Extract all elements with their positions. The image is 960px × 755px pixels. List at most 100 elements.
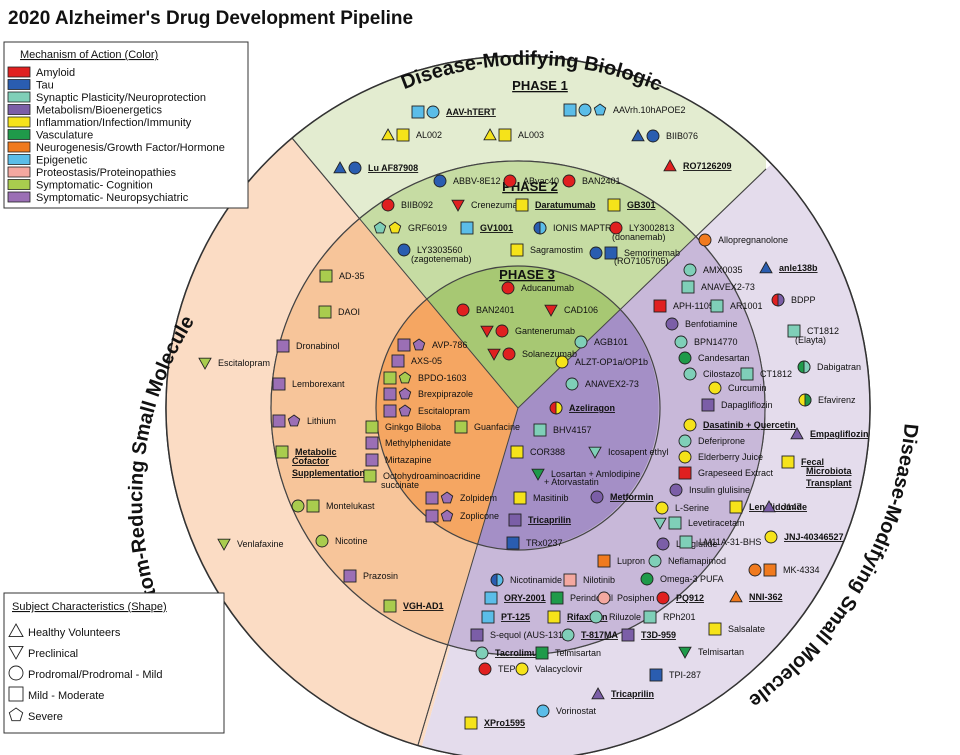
drug-marker bbox=[683, 263, 697, 277]
drug-entry: Icosapent ethyl bbox=[588, 446, 669, 459]
drug-label: Daratumumab bbox=[535, 200, 596, 210]
drug-entry: Posiphen bbox=[597, 591, 655, 605]
drug-marker-half bbox=[496, 573, 504, 587]
drug-marker bbox=[456, 303, 470, 317]
drug-marker bbox=[531, 468, 545, 481]
drug-marker bbox=[674, 335, 688, 349]
legend-shape-label: Prodromal/Prodromal - Mild bbox=[28, 669, 162, 681]
drug-entry: AL003 bbox=[483, 128, 544, 142]
drug-label: Metabolic bbox=[295, 447, 337, 457]
drug-entry: ABvac40 bbox=[503, 174, 559, 188]
drug-label: AD-35 bbox=[339, 271, 365, 281]
drug-marker bbox=[483, 128, 497, 141]
drug-marker bbox=[588, 446, 602, 459]
drug-label: Escitalopram bbox=[418, 406, 470, 416]
drug-entry: T3D-959 bbox=[621, 628, 676, 642]
drug-marker bbox=[578, 103, 592, 117]
drug-label: (donanemab) bbox=[612, 232, 666, 242]
drug-marker bbox=[536, 704, 550, 718]
drug-label: Lithium bbox=[307, 416, 336, 426]
drug-label: Curcumin bbox=[728, 383, 767, 393]
legend-shape-symbol bbox=[8, 623, 24, 638]
drug-label: Empagliflozin bbox=[810, 429, 869, 439]
drug-label: Prazosin bbox=[363, 571, 398, 581]
drug-label: Nicotine bbox=[335, 536, 368, 546]
legend-moa-label: Tau bbox=[36, 80, 54, 92]
legend-shape-symbol bbox=[8, 665, 24, 681]
drug-entry: ANAVEX2-73 bbox=[565, 377, 639, 391]
drug-entry: + Atorvastatin bbox=[544, 477, 599, 487]
legend-shape: Subject Characteristics (Shape) Healthy … bbox=[3, 592, 225, 734]
drug-marker bbox=[276, 339, 290, 353]
drug-entry: Liraglutide bbox=[656, 537, 718, 551]
drug-entry: Sagramostim bbox=[510, 243, 583, 257]
legend-shape-symbol bbox=[8, 707, 24, 722]
drug-marker bbox=[590, 490, 604, 504]
legend-moa-swatch bbox=[7, 129, 31, 140]
drug-label: Perindopril bbox=[570, 593, 613, 603]
drug-label: LM11A-31-BHS bbox=[699, 537, 761, 547]
legend-moa-swatch bbox=[7, 79, 31, 90]
drug-entry: Supplementation bbox=[292, 468, 365, 478]
drug-entry: TEP bbox=[478, 662, 516, 676]
drug-marker bbox=[426, 105, 440, 119]
drug-marker bbox=[501, 281, 515, 295]
legend-shape-label: Severe bbox=[28, 711, 63, 723]
drug-label: GV1001 bbox=[480, 223, 513, 233]
legend-moa-swatch bbox=[7, 116, 31, 128]
drug-label: COR388 bbox=[530, 447, 565, 457]
drug-marker bbox=[481, 610, 495, 624]
legend-moa-heading: Mechanism of Action (Color) bbox=[20, 49, 158, 61]
drug-label: AAV-hTERT bbox=[446, 107, 496, 117]
drug-marker bbox=[365, 436, 379, 450]
drug-entry: ABBV-8E12 bbox=[433, 174, 501, 188]
drug-entry: IONIS MAPTRx bbox=[533, 221, 617, 235]
drug-marker bbox=[648, 554, 662, 568]
drug-label: Dasatinib + Quercetin bbox=[703, 420, 796, 430]
drug-label: IONIS MAPTRx bbox=[553, 223, 617, 233]
drug-entry: (Elayta) bbox=[795, 335, 826, 345]
drug-marker bbox=[678, 466, 692, 480]
drug-label: Insulin glulisine bbox=[689, 485, 750, 495]
drug-marker bbox=[495, 324, 509, 338]
drug-label: Elderberry Juice bbox=[698, 452, 763, 462]
legend-moa-label: Epigenetic bbox=[36, 155, 88, 167]
drug-marker bbox=[535, 646, 549, 660]
drug-label: T-817MA bbox=[581, 630, 619, 640]
drug-marker bbox=[397, 338, 411, 352]
drug-entry: Transplant bbox=[806, 478, 852, 488]
drug-marker bbox=[698, 233, 712, 247]
drug-marker bbox=[550, 591, 564, 605]
drug-label: CT1812 bbox=[807, 326, 839, 336]
drug-label: PQ912 bbox=[676, 593, 704, 603]
drug-marker bbox=[679, 535, 693, 549]
drug-marker bbox=[790, 427, 804, 440]
drug-marker bbox=[643, 610, 657, 624]
drug-label: Escitalopram bbox=[218, 358, 270, 368]
drug-marker bbox=[678, 351, 692, 365]
drug-marker bbox=[383, 371, 397, 385]
drug-marker bbox=[555, 355, 569, 369]
drug-entry: Crenezumab bbox=[451, 199, 523, 212]
drug-label: AVP-786 bbox=[432, 340, 467, 350]
drug-marker bbox=[565, 377, 579, 391]
drug-label: S-equol (AUS-131) bbox=[490, 630, 566, 640]
drug-entry: Vorinostat bbox=[536, 704, 597, 718]
drug-marker bbox=[287, 414, 301, 427]
drug-label: Lupron bbox=[617, 556, 645, 566]
drug-marker bbox=[656, 537, 670, 551]
drug-label: NNI-362 bbox=[749, 592, 783, 602]
drug-marker bbox=[425, 491, 439, 505]
drug-label: (Elayta) bbox=[795, 335, 826, 345]
drug-label: LY3303560 bbox=[417, 245, 462, 255]
drug-label: RO7126209 bbox=[683, 161, 732, 171]
drug-marker bbox=[669, 483, 683, 497]
drug-label: Vorinostat bbox=[556, 706, 597, 716]
legend-moa-label: Inflammation/Infection/Immunity bbox=[36, 117, 192, 129]
drug-entry: Octohydroaminoacridine bbox=[363, 469, 481, 483]
drug-marker bbox=[343, 569, 357, 583]
drug-marker bbox=[513, 491, 527, 505]
drug-label: BDPP bbox=[791, 295, 816, 305]
drug-marker bbox=[381, 198, 395, 212]
